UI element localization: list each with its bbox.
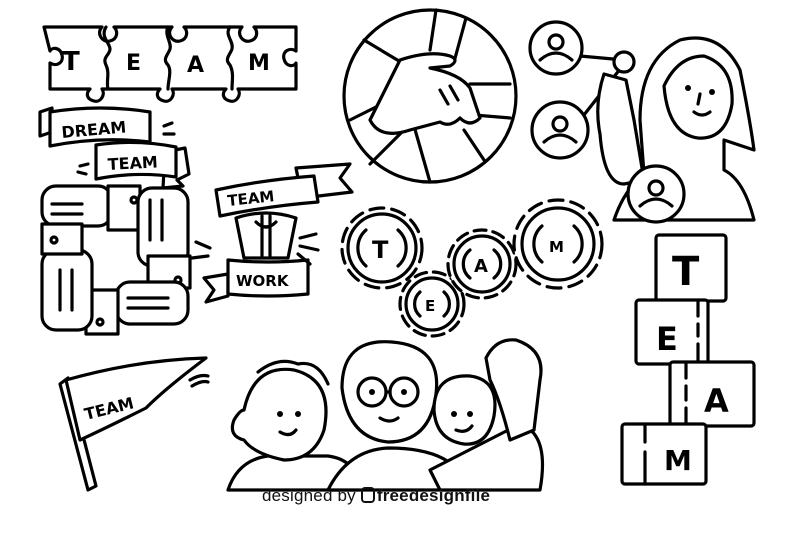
team-blocks: T E A M [620, 233, 756, 486]
puzzle-letter: E [126, 51, 141, 76]
user-icon [530, 100, 590, 160]
badge-text-work: WORK [236, 272, 290, 290]
block-letter: T [672, 249, 700, 295]
puzzle-letter: A [187, 53, 204, 78]
team-kids [226, 338, 545, 492]
network-woman [528, 20, 756, 224]
puzzle-team: T E A M [42, 25, 298, 103]
puzzle-letter: T [62, 47, 80, 77]
credit-brand: freedesignfile [376, 486, 491, 505]
block-letter: M [664, 444, 692, 477]
gear-icon: M [512, 198, 604, 290]
credit-prefix: designed by [262, 486, 356, 505]
teamwork-badge: TEAM WORK [190, 162, 354, 304]
gear-icon: E [398, 270, 466, 338]
dream-team-banner: DREAM TEAM [38, 106, 191, 190]
gear-letter: E [425, 297, 435, 315]
brand-logo-icon [360, 487, 375, 503]
badge-text-team: TEAM [227, 187, 276, 210]
gear-letter: A [474, 256, 488, 277]
gear-icon: T [340, 206, 424, 290]
gear-icon: A [446, 228, 518, 300]
gear-letter: M [549, 238, 564, 256]
gears-team: T E A M [340, 198, 604, 338]
block-letter: A [704, 382, 729, 420]
stacked-hands-circle [342, 8, 518, 184]
user-icon [626, 164, 686, 224]
user-icon [528, 20, 584, 76]
block-letter: E [656, 320, 678, 358]
puzzle-letter: M [248, 51, 270, 76]
hands-square-icon [40, 184, 192, 336]
pennant-flag: TEAM [58, 356, 210, 492]
designer-credit: designed by freedesignfile [262, 486, 490, 506]
gear-letter: T [372, 236, 389, 264]
banner-text-team: TEAM [107, 152, 158, 174]
